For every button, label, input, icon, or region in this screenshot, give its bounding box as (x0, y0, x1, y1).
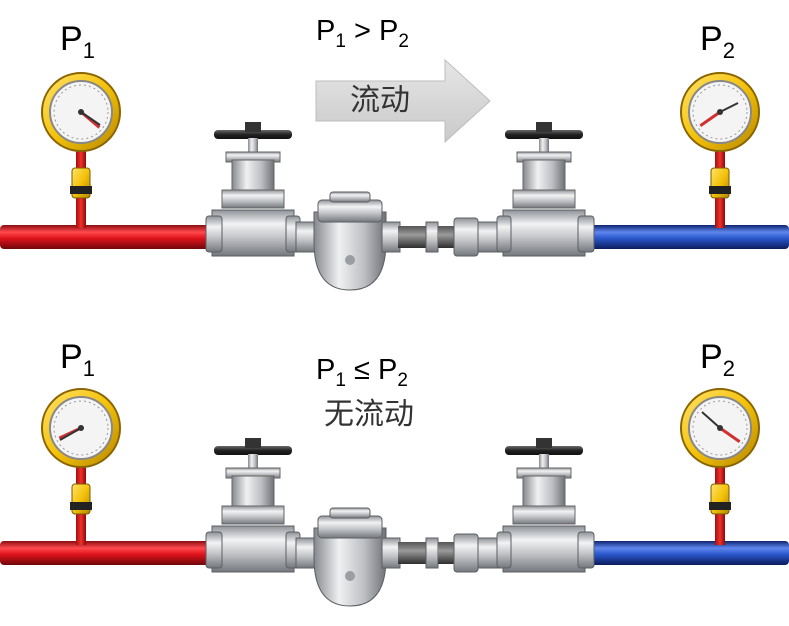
gauge-left (41, 388, 121, 545)
gauge-right (680, 72, 760, 228)
gauge-right (680, 388, 760, 545)
steam-trap (295, 191, 401, 291)
pipe-union (398, 533, 503, 573)
gauge-needle (719, 426, 741, 443)
outlet-pipe (575, 225, 789, 249)
gauge-left (41, 72, 121, 228)
panel-no-flow (0, 388, 789, 607)
inlet-pipe (0, 225, 222, 249)
globe-valve-right (496, 122, 595, 257)
steam-trap (295, 507, 401, 607)
flow-arrow (315, 58, 491, 144)
globe-valve-left (205, 438, 301, 573)
gauge-needle (699, 110, 721, 127)
globe-valve-right (496, 438, 595, 573)
pipe-union (398, 217, 503, 257)
globe-valve-left (205, 122, 301, 257)
inlet-pipe (0, 541, 222, 565)
outlet-pipe (575, 541, 789, 565)
panel-flow (0, 58, 789, 291)
